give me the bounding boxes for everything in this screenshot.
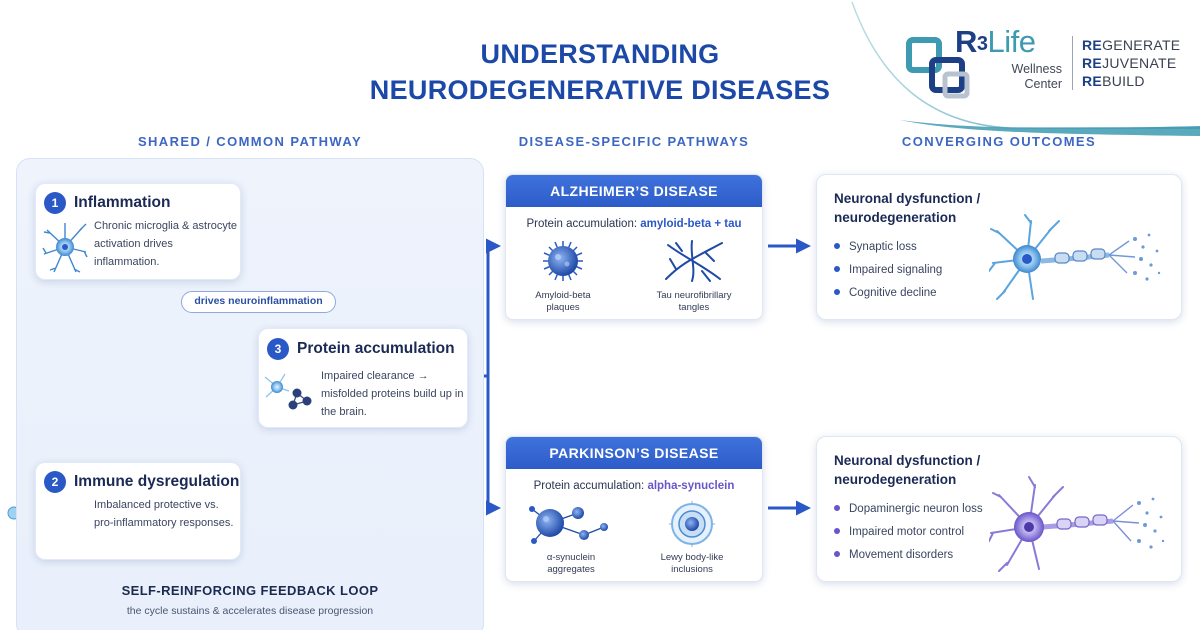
- outcome-title: Neuronal dysfunction / neurodegeneration: [834, 453, 981, 487]
- outcome-item: Movement disorders: [834, 549, 953, 561]
- logo-sup: 3: [976, 33, 988, 55]
- tau-tangle-icon: [665, 240, 723, 282]
- outcome-item: Synaptic loss: [834, 241, 917, 253]
- tagline-rejuvenate: REJUVENATE: [1082, 55, 1177, 71]
- logo-sub-line-2: Center: [1024, 77, 1062, 91]
- title-line-1: UNDERSTANDING: [480, 39, 720, 69]
- outcome-item: Cognitive decline: [834, 287, 937, 299]
- outcome-item: Dopaminergic neuron loss: [834, 503, 983, 515]
- logo-subtitle: Wellness Center: [990, 62, 1062, 92]
- caption-lewy-body: Lewy body-like inclusions: [660, 552, 724, 575]
- dopaminergic-neuron-icon: [989, 476, 1165, 572]
- step-title: Protein accumulation: [297, 340, 455, 357]
- page-title: UNDERSTANDING NEURODEGENERATIVE DISEASES: [340, 36, 860, 108]
- outcome-title: Neuronal dysfunction / neurodegeneration: [834, 191, 981, 225]
- outcome-card-alzheimers: Neuronal dysfunction / neurodegeneration…: [816, 174, 1182, 320]
- step-number: 2: [44, 471, 66, 493]
- caption-synuclein: α-synuclein aggregates: [546, 552, 596, 575]
- step-description: Impaired clearance → misfolded proteins …: [321, 370, 464, 418]
- disease-name: PARKINSON’S DISEASE: [506, 437, 762, 469]
- feedback-loop-subtitle: the cycle sustains & accelerates disease…: [126, 605, 374, 617]
- feedback-loop-title: SELF-REINFORCING FEEDBACK LOOP: [121, 583, 379, 598]
- logo-sub-line-1: Wellness: [1011, 62, 1062, 76]
- microglia-icon: [42, 223, 88, 273]
- caption-tau: Tau neurofibrillary tangles: [656, 290, 732, 313]
- bullet-icon: [834, 265, 840, 272]
- step-card-immune-dysregulation: 2 Immune dysregulation Imbalanced protec…: [35, 462, 241, 560]
- step-number: 1: [44, 192, 66, 214]
- bullet-icon: [834, 288, 840, 295]
- logo-life: Life: [987, 24, 1036, 59]
- logo-wordmark: R3Life: [955, 24, 1036, 60]
- neuron-icon: [989, 214, 1161, 300]
- step-number: 3: [267, 338, 289, 360]
- column-header-specific: DISEASE-SPECIFIC PATHWAYS: [518, 134, 750, 149]
- step-title: Inflammation: [74, 194, 171, 211]
- caption-amyloid: Amyloid-beta plaques: [535, 290, 591, 313]
- step-card-inflammation: 1 Inflammation Chronic microglia & astro…: [35, 183, 241, 280]
- tagline-rebuild: REBUILD: [1082, 73, 1145, 89]
- step-description: Imbalanced protective vs. pro-inflammato…: [94, 499, 234, 529]
- synuclein-aggregate-icon: [529, 506, 608, 544]
- disease-name: ALZHEIMER’S DISEASE: [506, 175, 762, 207]
- outcome-item: Impaired signaling: [834, 264, 942, 276]
- logo-divider: [1072, 36, 1073, 90]
- step-title: Immune dysregulation: [74, 473, 240, 490]
- outcome-item: Impaired motor control: [834, 526, 964, 538]
- column-header-shared: SHARED / COMMON PATHWAY: [137, 134, 363, 149]
- disease-card-parkinsons: PARKINSON’S DISEASE Protein accumulation…: [505, 436, 763, 582]
- bullet-icon: [834, 527, 840, 534]
- step-card-protein-accumulation: 3 Protein accumulation Impaired clearanc…: [258, 328, 468, 428]
- amyloid-plaque-icon: [543, 241, 583, 281]
- bullet-icon: [834, 504, 840, 511]
- protein-cluster-icon: [264, 373, 312, 410]
- logo-mark-icon: [906, 37, 970, 99]
- title-line-2: NEURODEGENERATIVE DISEASES: [369, 75, 831, 105]
- column-header-outcomes: CONVERGING OUTCOMES: [901, 134, 1097, 149]
- lewy-body-icon: [669, 501, 715, 547]
- bullet-icon: [834, 550, 840, 557]
- protein-accumulation-line: Protein accumulation: alpha-synuclein: [533, 480, 735, 492]
- logo-r: R: [955, 24, 977, 59]
- step-description: Chronic microglia & astrocyte activation…: [94, 220, 238, 268]
- protein-accumulation-line: Protein accumulation: amyloid-beta + tau: [526, 218, 742, 230]
- logo-swoosh: [851, 1, 1200, 129]
- tagline-regenerate: REGENERATE: [1082, 37, 1181, 53]
- disease-card-alzheimers: ALZHEIMER’S DISEASE Protein accumulation…: [505, 174, 763, 320]
- bullet-icon: [834, 242, 840, 249]
- outcome-card-parkinsons: Neuronal dysfunction / neurodegeneration…: [816, 436, 1182, 582]
- feedback-pill: drives neuroinflammation: [181, 291, 336, 313]
